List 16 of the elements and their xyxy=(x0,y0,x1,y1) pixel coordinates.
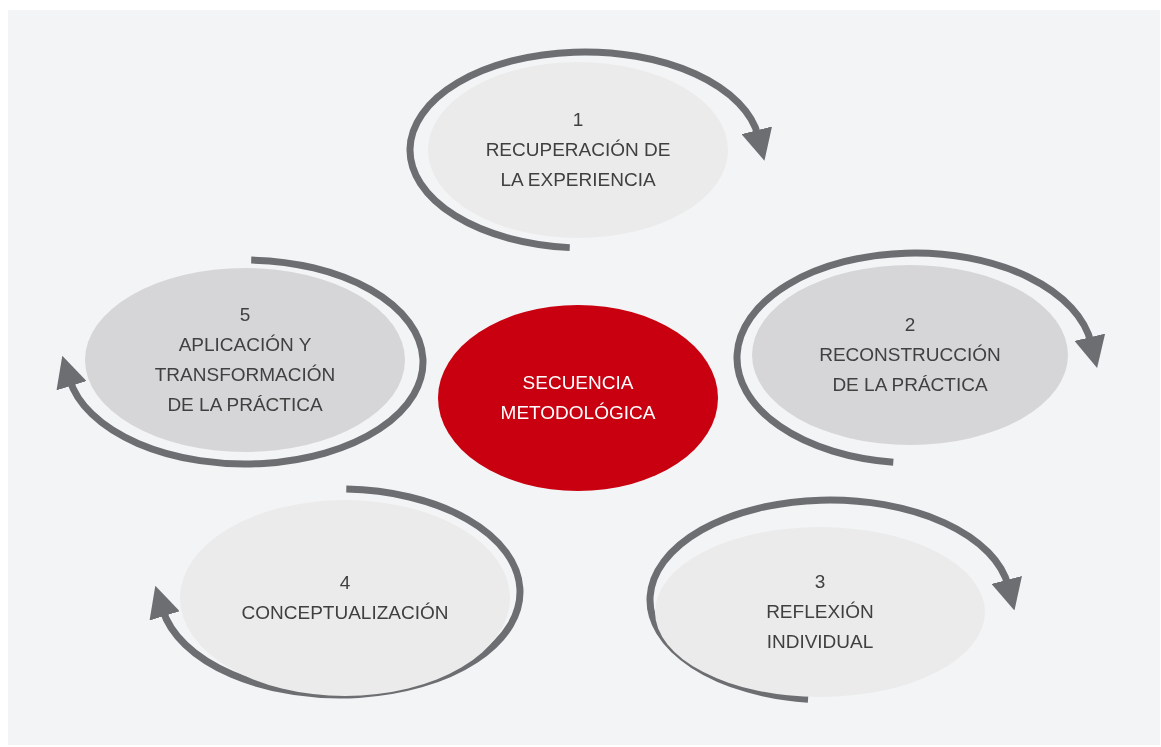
step-label: APLICACIÓN Y TRANSFORMACIÓN DE LA PRÁCTICA xyxy=(153,333,337,417)
step-label: RECUPERACIÓN DE LA EXPERIENCIA xyxy=(484,138,672,192)
circular-arrow xyxy=(150,485,524,699)
step-number: 4 xyxy=(339,571,351,595)
step-number: 5 xyxy=(239,303,251,327)
step-number: 2 xyxy=(904,313,916,337)
step-label: CONCEPTUALIZACIÓN xyxy=(241,601,449,625)
circular-arrow xyxy=(57,256,427,468)
center-label: SECUENCIA METODOLÓGICA xyxy=(499,371,657,425)
step-label: REFLEXIÓN INDIVIDUAL xyxy=(765,600,875,654)
circular-arrow xyxy=(646,496,1021,703)
step-number: 1 xyxy=(572,108,584,132)
step-number: 3 xyxy=(814,570,826,594)
circular-arrow xyxy=(733,249,1105,466)
step-label: RECONSTRUCCIÓN DE LA PRÁCTICA xyxy=(818,343,1002,397)
circular-arrow xyxy=(406,48,771,252)
